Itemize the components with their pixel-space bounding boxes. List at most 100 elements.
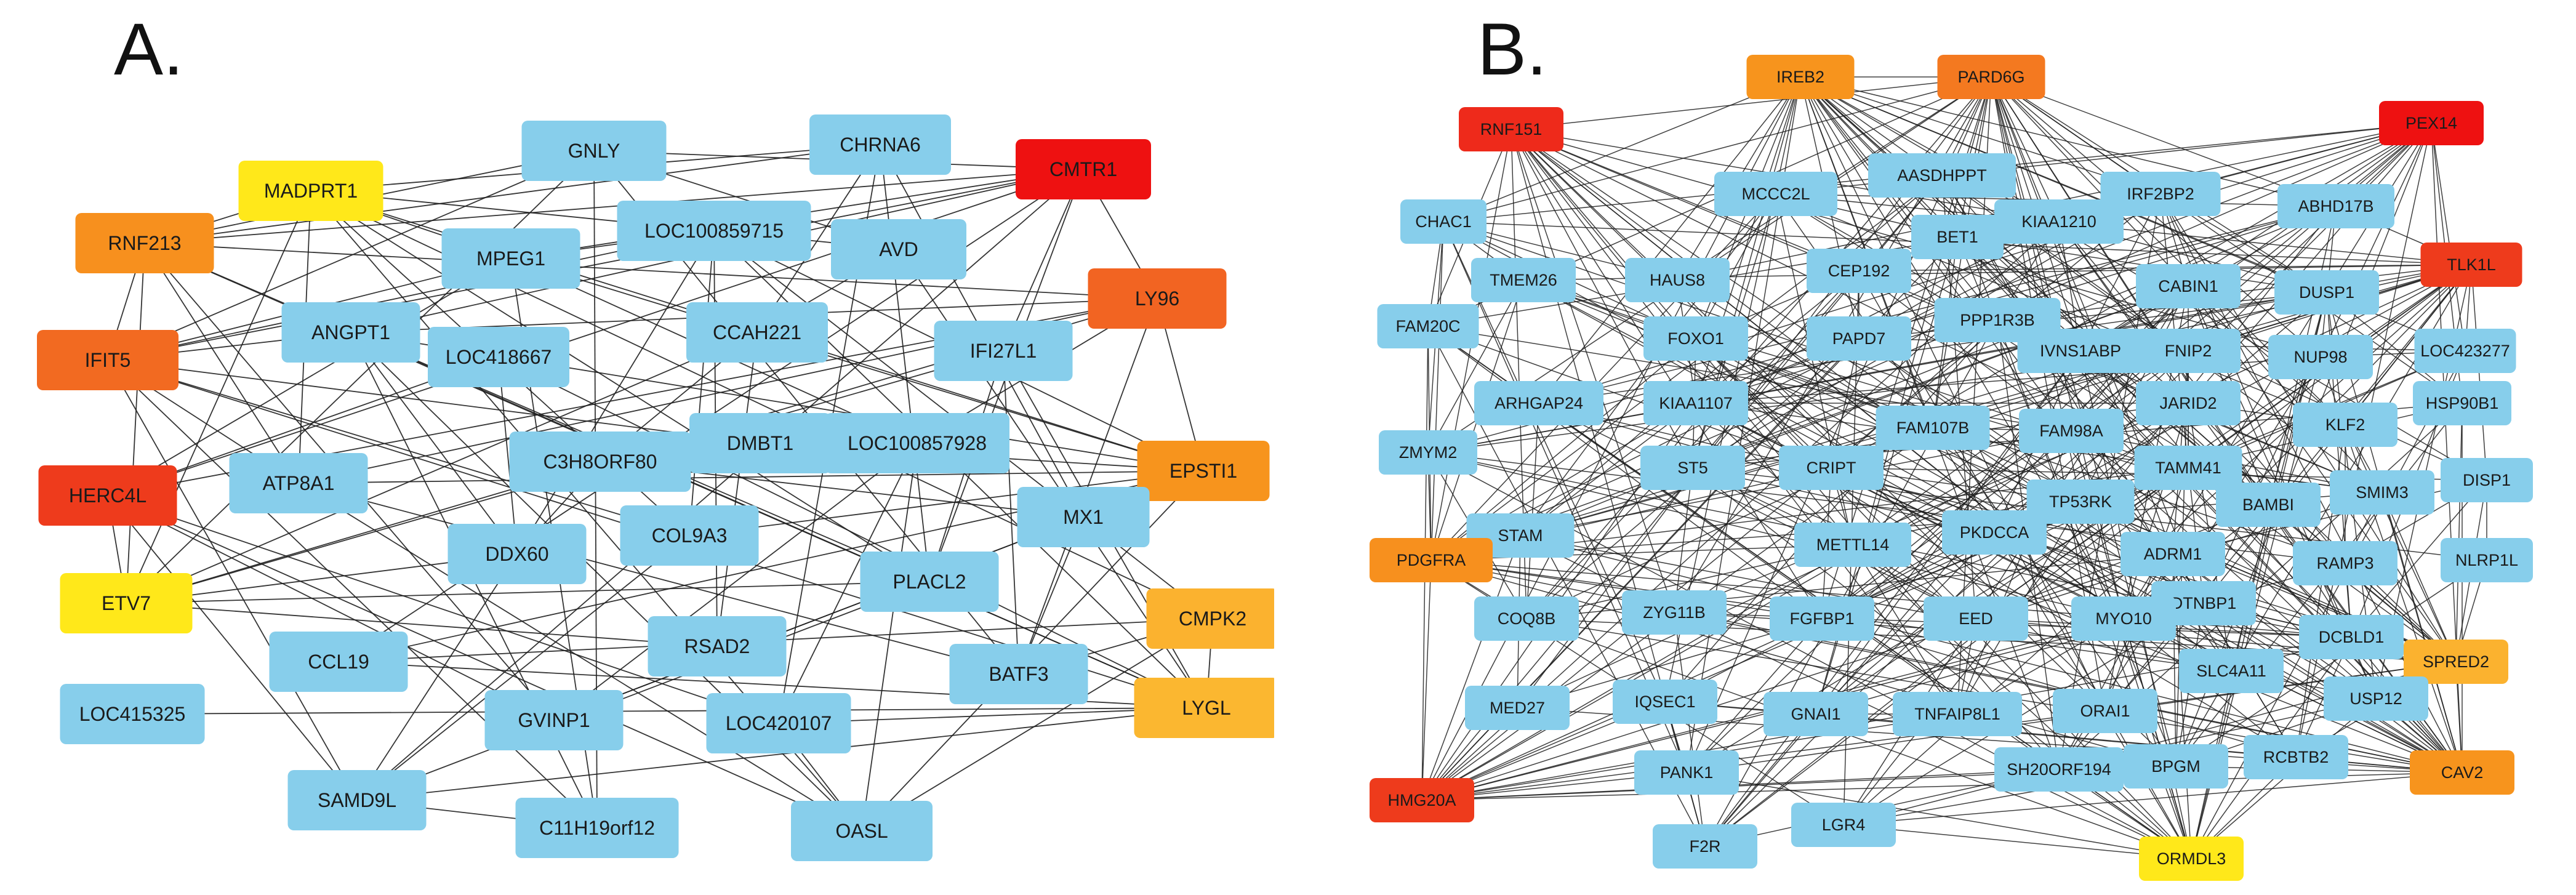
node-pex14[interactable]: PEX14	[2379, 101, 2484, 145]
node-loc100857928[interactable]: LOC100857928	[825, 413, 1009, 473]
node-loc100859715[interactable]: LOC100859715	[617, 201, 811, 261]
node-batf3[interactable]: BATF3	[949, 644, 1088, 704]
node-gnly[interactable]: GNLY	[521, 121, 667, 181]
node-smim3[interactable]: SMIM3	[2330, 470, 2434, 515]
node-rnf151[interactable]: RNF151	[1459, 107, 1563, 151]
node-pkdcca[interactable]: PKDCCA	[1942, 510, 2047, 555]
node-slc4a11[interactable]: SLC4A11	[2179, 649, 2284, 693]
node-cav2[interactable]: CAV2	[2410, 750, 2514, 795]
node-tmem26[interactable]: TMEM26	[1471, 258, 1576, 302]
node-placl2[interactable]: PLACL2	[860, 552, 999, 612]
node-zmym2[interactable]: ZMYM2	[1379, 430, 1477, 475]
node-bet1[interactable]: BET1	[1911, 215, 2004, 259]
node-zyg11b[interactable]: ZYG11B	[1622, 590, 1727, 635]
node-ccah221[interactable]: CCAH221	[686, 302, 828, 363]
node-foxo1[interactable]: FOXO1	[1643, 316, 1748, 361]
node-loc415325[interactable]: LOC415325	[60, 684, 205, 744]
node-cmpk2[interactable]: CMPK2	[1146, 588, 1275, 649]
node-chrna6[interactable]: CHRNA6	[809, 114, 951, 175]
node-kiaa1107[interactable]: KIAA1107	[1643, 381, 1748, 425]
node-nup98[interactable]: NUP98	[2268, 335, 2373, 379]
node-usp12[interactable]: USP12	[2324, 676, 2428, 721]
node-nlrp1l[interactable]: NLRP1L	[2441, 538, 2533, 582]
node-aasdhppt[interactable]: AASDHPPT	[1868, 153, 2016, 198]
node-mpeg1[interactable]: MPEG1	[441, 228, 580, 289]
node-epsti1[interactable]: EPSTI1	[1137, 441, 1270, 501]
node-ccl19[interactable]: CCL19	[269, 632, 408, 692]
node-f2r[interactable]: F2R	[1653, 824, 1757, 869]
node-tnfaip8l1[interactable]: TNFAIP8L1	[1893, 692, 2022, 736]
node-dmbt1[interactable]: DMBT1	[689, 413, 831, 473]
node-cmtr1[interactable]: CMTR1	[1016, 139, 1151, 199]
node-bpgm[interactable]: BPGM	[2124, 744, 2228, 789]
node-arhgap24[interactable]: ARHGAP24	[1474, 381, 1603, 425]
node-hmg20a[interactable]: HMG20A	[1370, 778, 1474, 822]
node-tp53rk[interactable]: TP53RK	[2026, 480, 2135, 524]
node-herc4l[interactable]: HERC4L	[38, 465, 177, 526]
node-cript[interactable]: CRIPT	[1779, 446, 1884, 490]
node-adrm1[interactable]: ADRM1	[2121, 532, 2225, 576]
node-rsad2[interactable]: RSAD2	[648, 616, 787, 676]
node-avd[interactable]: AVD	[831, 219, 966, 279]
node-med27[interactable]: MED27	[1465, 686, 1570, 730]
node-stam[interactable]: STAM	[1466, 513, 1575, 558]
node-eed[interactable]: EED	[1924, 596, 2028, 641]
node-ormdl3[interactable]: ORMDL3	[2139, 837, 2244, 881]
node-abhd17b[interactable]: ABHD17B	[2277, 184, 2394, 228]
node-orai1[interactable]: ORAI1	[2053, 689, 2157, 733]
node-mettl14[interactable]: METTL14	[1794, 523, 1911, 567]
node-etv7[interactable]: ETV7	[60, 573, 193, 633]
node-ramp3[interactable]: RAMP3	[2293, 541, 2397, 585]
node-ddx60[interactable]: DDX60	[447, 524, 587, 584]
node-loc420107[interactable]: LOC420107	[706, 693, 851, 753]
node-fam98a[interactable]: FAM98A	[2019, 409, 2124, 453]
node-chac1[interactable]: CHAC1	[1400, 199, 1487, 244]
node-fnip2[interactable]: FNIP2	[2136, 329, 2241, 373]
node-gvinp1[interactable]: GVINP1	[484, 690, 624, 750]
node-disp1[interactable]: DISP1	[2441, 458, 2533, 502]
node-dtnbp1[interactable]: DTNBP1	[2151, 581, 2256, 625]
node-col9a3[interactable]: COL9A3	[620, 505, 759, 566]
node-c3h8orf80[interactable]: C3H8ORF80	[509, 431, 691, 492]
node-ireb2[interactable]: IREB2	[1746, 55, 1855, 99]
node-lgr4[interactable]: LGR4	[1791, 803, 1896, 847]
node-oasl[interactable]: OASL	[791, 801, 933, 861]
node-cabin1[interactable]: CABIN1	[2136, 264, 2241, 308]
node-ifi27l1[interactable]: IFI27L1	[934, 321, 1073, 381]
node-c11h19orf12[interactable]: C11H19orf12	[515, 798, 679, 858]
node-atp8a1[interactable]: ATP8A1	[229, 453, 368, 513]
node-pard6g[interactable]: PARD6G	[1937, 55, 2045, 99]
node-dusp1[interactable]: DUSP1	[2274, 270, 2379, 315]
node-iqsec1[interactable]: IQSEC1	[1613, 680, 1717, 724]
node-tlk1l[interactable]: TLK1L	[2420, 243, 2522, 287]
node-ivns1abp[interactable]: IVNS1ABP	[2017, 329, 2144, 373]
node-bambi[interactable]: BAMBI	[2216, 483, 2321, 527]
node-fgfbp1[interactable]: FGFBP1	[1770, 596, 1874, 641]
node-spred2[interactable]: SPRED2	[2404, 640, 2508, 684]
node-dcbld1[interactable]: DCBLD1	[2299, 615, 2404, 659]
node-rnf213[interactable]: RNF213	[75, 213, 214, 273]
node-mx1[interactable]: MX1	[1017, 487, 1150, 547]
node-kiaa1210[interactable]: KIAA1210	[1994, 199, 2124, 244]
node-cep192[interactable]: CEP192	[1807, 249, 1911, 293]
node-ly96[interactable]: LY96	[1088, 268, 1227, 329]
node-haus8[interactable]: HAUS8	[1625, 258, 1730, 302]
node-irf2bp2[interactable]: IRF2BP2	[2100, 172, 2221, 216]
node-ifit5[interactable]: IFIT5	[37, 330, 179, 390]
node-sh20orf194[interactable]: SH20ORF194	[1994, 747, 2124, 792]
node-rcbtb2[interactable]: RCBTB2	[2244, 735, 2348, 779]
node-samd9l[interactable]: SAMD9L	[287, 770, 427, 830]
node-mccc2l[interactable]: MCCC2L	[1714, 172, 1837, 216]
node-coq8b[interactable]: COQ8B	[1474, 596, 1579, 641]
node-hsp90b1[interactable]: HSP90B1	[2413, 381, 2511, 425]
node-fam107b[interactable]: FAM107B	[1876, 406, 1990, 450]
node-loc418667[interactable]: LOC418667	[428, 327, 569, 387]
node-loc423277[interactable]: LOC423277	[2414, 329, 2516, 373]
node-gnai1[interactable]: GNAI1	[1763, 692, 1868, 736]
node-myo10[interactable]: MYO10	[2071, 596, 2176, 641]
node-jarid2[interactable]: JARID2	[2136, 381, 2241, 425]
node-klf2[interactable]: KLF2	[2293, 403, 2397, 447]
node-madprt1[interactable]: MADPRT1	[238, 161, 383, 221]
node-angpt1[interactable]: ANGPT1	[281, 302, 420, 363]
node-lygl[interactable]: LYGL	[1134, 678, 1275, 738]
